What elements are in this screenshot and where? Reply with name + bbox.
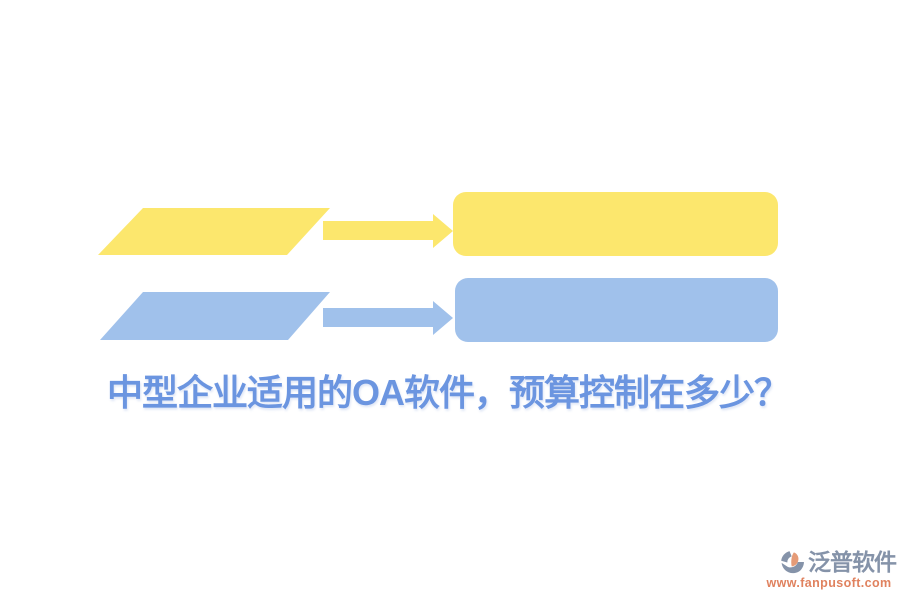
- arrow-right-yellow-shape: [323, 214, 453, 248]
- brand-logo: 泛普软件 www.fanpusoft.com: [762, 548, 897, 590]
- arrow-right-icon-yellow: [323, 214, 453, 248]
- rounded-rect-blue: [455, 278, 778, 342]
- fanpu-logo-icon-bottom-swoosh: [781, 562, 804, 574]
- parallelogram-blue-shape: [100, 292, 330, 340]
- fanpu-logo-icon: [781, 551, 804, 574]
- page-title: 中型企业适用的OA软件，预算控制在多少？: [107, 372, 790, 413]
- parallelogram-yellow-shape: [98, 208, 330, 255]
- parallelogram-yellow: [98, 208, 330, 255]
- rounded-rect-blue-shape: [455, 278, 778, 342]
- fanpu-logo-icon-orange-leaf: [791, 552, 799, 567]
- rounded-rect-yellow-shape: [453, 192, 778, 256]
- parallelogram-blue: [100, 292, 330, 340]
- arrow-right-icon-blue: [323, 301, 453, 335]
- brand-url: www.fanpusoft.com: [766, 576, 892, 590]
- rounded-rect-yellow: [453, 192, 778, 256]
- arrow-right-blue-shape: [323, 301, 453, 335]
- fanpu-logo-icon-top-wedge: [781, 551, 792, 563]
- brand-name: 泛普软件: [808, 549, 897, 575]
- brand-logo-row: 泛普软件: [762, 548, 897, 576]
